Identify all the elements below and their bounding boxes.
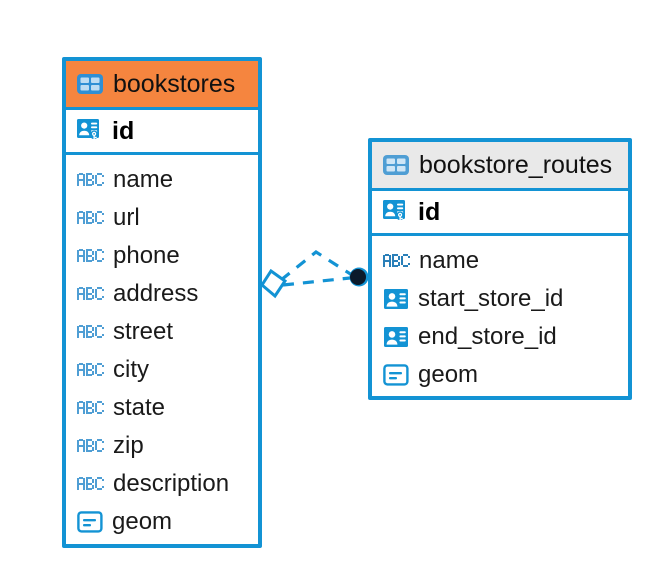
field-row[interactable]: end_store_id — [372, 318, 628, 356]
abc-text-icon — [383, 253, 410, 269]
field-row[interactable]: state — [66, 389, 258, 427]
field-label: name — [419, 247, 480, 274]
relationship-line-upper — [280, 250, 353, 282]
entity-bookstore-routes-field-list: name start_store_id — [372, 236, 628, 402]
field-row[interactable]: street — [66, 313, 258, 351]
abc-text-icon — [77, 286, 104, 302]
field-label: url — [113, 204, 140, 231]
field-row[interactable]: geom — [372, 356, 628, 394]
table-icon — [76, 73, 104, 95]
abc-text-icon — [77, 324, 104, 340]
geometry-icon — [77, 510, 103, 534]
entity-bookstores-field-list: name — [66, 155, 258, 549]
abc-text-icon — [77, 476, 104, 492]
abc-text-icon — [77, 438, 104, 454]
entity-bookstore-routes-primary-key-row[interactable]: id — [372, 188, 628, 236]
field-row[interactable]: url — [66, 199, 258, 237]
entity-bookstore-routes-primary-key-label: id — [418, 197, 441, 226]
abc-text-icon — [77, 210, 104, 226]
field-label: name — [113, 166, 174, 193]
field-label: end_store_id — [418, 323, 557, 350]
entity-bookstores-primary-key-row[interactable]: id — [66, 107, 258, 155]
field-label: geom — [418, 361, 479, 388]
geometry-icon — [383, 363, 409, 387]
field-label: geom — [112, 508, 173, 535]
field-row[interactable]: name — [66, 161, 258, 199]
foreign-key-icon — [383, 287, 409, 311]
field-label: street — [113, 318, 174, 345]
abc-text-icon — [77, 400, 104, 416]
relationship-diamond-marker — [260, 268, 288, 299]
relationship-line-lower — [282, 276, 351, 287]
field-row[interactable]: address — [66, 275, 258, 313]
field-row[interactable]: city — [66, 351, 258, 389]
field-row[interactable]: geom — [66, 503, 258, 541]
field-label: description — [113, 470, 230, 497]
abc-text-icon — [77, 172, 104, 188]
entity-bookstores[interactable]: bookstores — [62, 57, 262, 548]
relationship-circle-marker — [349, 267, 369, 287]
field-row[interactable]: zip — [66, 427, 258, 465]
field-label: city — [113, 356, 149, 383]
table-icon — [382, 154, 410, 176]
field-label: start_store_id — [418, 285, 564, 312]
abc-text-icon — [77, 362, 104, 378]
field-label: phone — [113, 242, 180, 269]
entity-bookstore-routes-title: bookstore_routes — [419, 150, 613, 179]
field-label: address — [113, 280, 199, 307]
field-label: zip — [113, 432, 144, 459]
entity-bookstores-header[interactable]: bookstores — [66, 61, 258, 107]
primary-key-icon — [382, 198, 410, 226]
primary-key-icon — [76, 117, 104, 145]
entity-bookstores-title: bookstores — [113, 69, 236, 98]
entity-bookstores-primary-key-label: id — [112, 116, 135, 145]
field-row[interactable]: description — [66, 465, 258, 503]
field-row[interactable]: phone — [66, 237, 258, 275]
entity-bookstore-routes[interactable]: bookstore_routes — [368, 138, 632, 400]
field-row[interactable]: name — [372, 242, 628, 280]
field-label: state — [113, 394, 166, 421]
entity-bookstore-routes-header[interactable]: bookstore_routes — [372, 142, 628, 188]
field-row[interactable]: start_store_id — [372, 280, 628, 318]
abc-text-icon — [77, 248, 104, 264]
foreign-key-icon — [383, 325, 409, 349]
